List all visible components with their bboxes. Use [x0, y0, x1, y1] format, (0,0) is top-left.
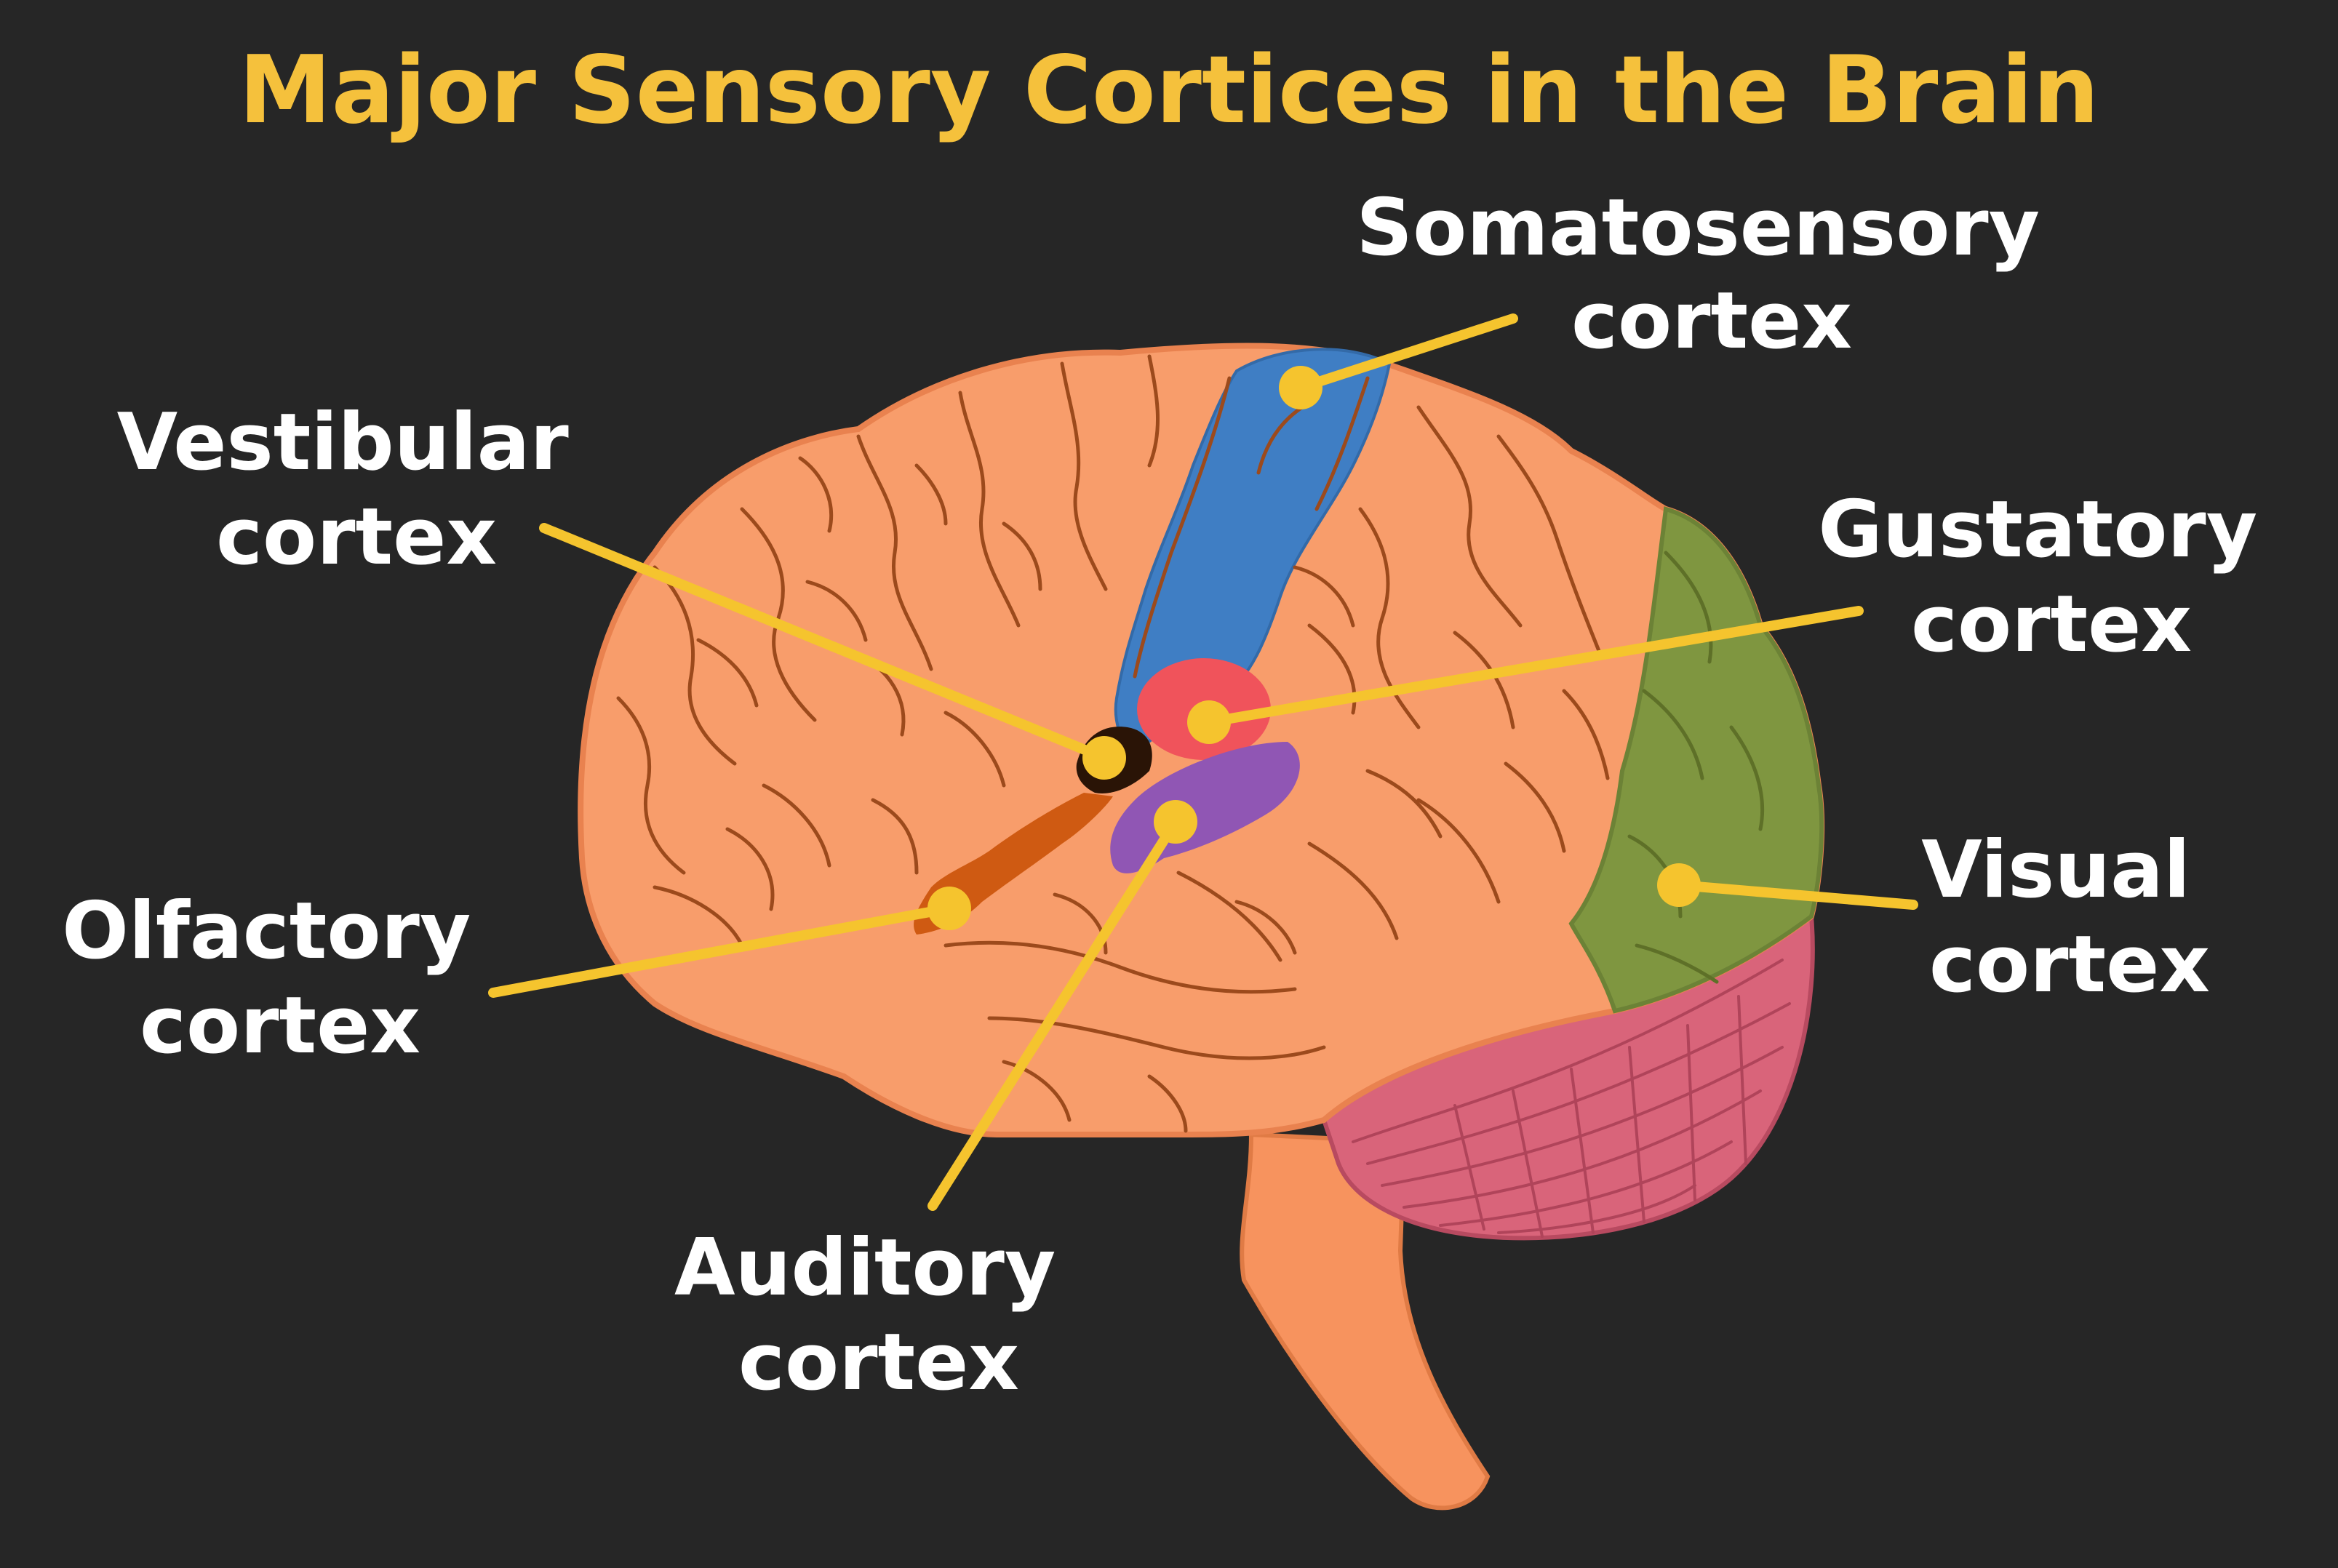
auditory-label: Auditory cortex [674, 1223, 1083, 1408]
olfactory-anchor-dot [927, 887, 971, 930]
auditory-label-line1: Auditory [674, 1223, 1056, 1313]
visual-label: Visual cortex [1921, 825, 2217, 1010]
olfactory-leader-line [488, 903, 954, 998]
somatosensory-label-line1: Somatosensory [1356, 183, 2040, 273]
gustatory-leader-line [1204, 606, 1864, 727]
anchor-dots [927, 366, 1701, 930]
auditory-label-line2: cortex [738, 1317, 1019, 1408]
gustatory-label: Gustatory cortex [1818, 484, 2284, 670]
somatosensory-anchor-dot [1279, 366, 1322, 409]
region-labels: Somatosensory cortex Vestibular cortex G… [62, 183, 2284, 1408]
somatosensory-label: Somatosensory cortex [1356, 183, 2067, 367]
somatosensory-leader-line [1296, 313, 1518, 393]
somatosensory-label-line2: cortex [1571, 276, 1852, 367]
gustatory-label-line1: Gustatory [1818, 484, 2257, 575]
olfactory-label: Olfactory cortex [62, 886, 498, 1071]
gustatory-label-line2: cortex [1911, 579, 2192, 670]
vestibular-leader-line [539, 523, 1109, 763]
vestibular-label-line2: cortex [216, 492, 497, 583]
vestibular-label-line1: Vestibular [117, 397, 569, 488]
olfactory-label-line1: Olfactory [62, 886, 471, 977]
visual-anchor-dot [1657, 863, 1701, 907]
gustatory-anchor-dot [1187, 700, 1231, 744]
brainstem [1240, 1132, 1491, 1511]
auditory-anchor-dot [1154, 800, 1197, 844]
diagram-title: Major Sensory Cortices in the Brain [239, 36, 2099, 145]
vestibular-label: Vestibular cortex [117, 397, 597, 583]
visual-leader-line [1674, 880, 1918, 910]
auditory-leader-line [927, 817, 1181, 1211]
leader-lines [488, 313, 1918, 1211]
auditory-cortex-region [1110, 742, 1300, 873]
cerebellum-folia [1352, 959, 1791, 1238]
visual-label-line1: Visual [1921, 825, 2190, 916]
visual-label-line2: cortex [1929, 919, 2210, 1010]
vestibular-anchor-dot [1082, 736, 1126, 780]
olfactory-label-line2: cortex [140, 980, 420, 1071]
cortical-sulci [616, 354, 1610, 1133]
